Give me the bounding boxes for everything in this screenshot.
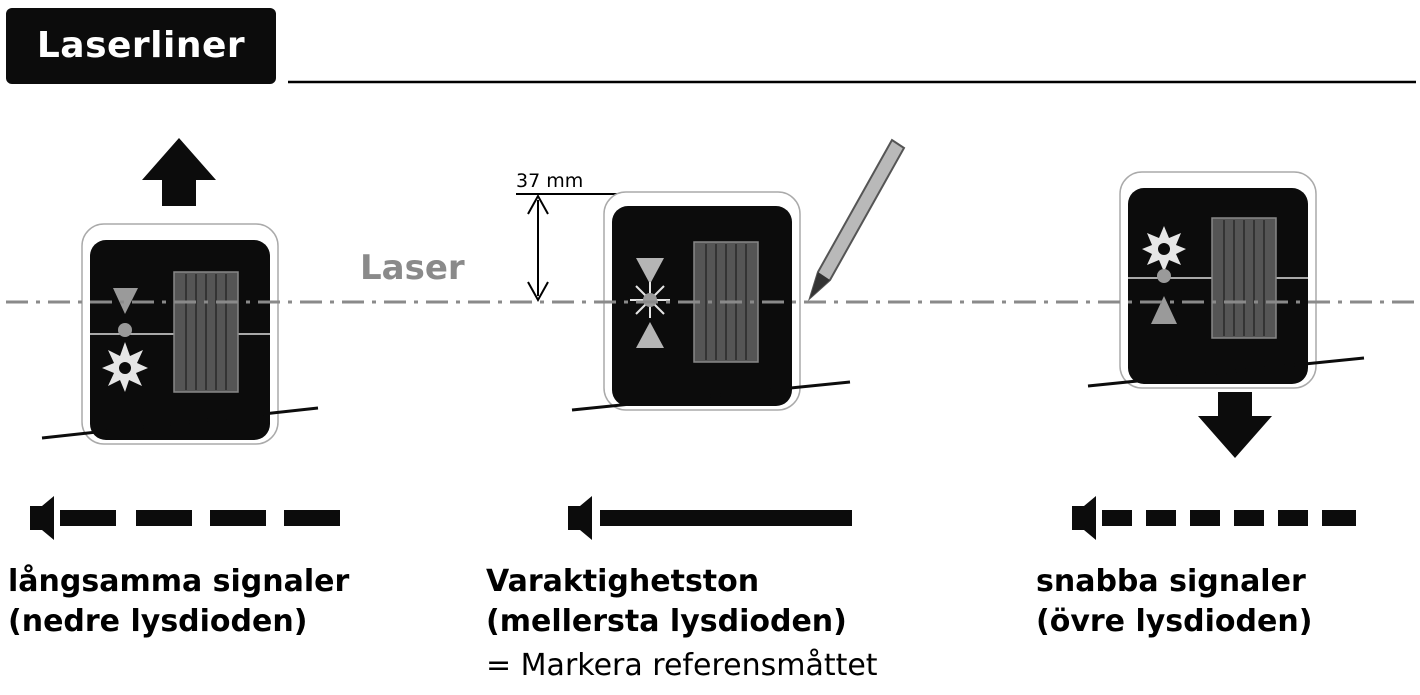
panel-slow [30,138,340,540]
upper-led-icon [113,288,138,314]
pencil-icon [807,138,906,302]
lower-led-icon [636,322,664,348]
arrow-down-icon [1198,392,1272,458]
laser-label: Laser [360,248,465,288]
dimension-label: 37 mm [516,170,584,192]
reference-note: = Markera referensmåttet [486,648,878,683]
lower-led-lit-icon [102,342,148,392]
ground-line [571,380,851,412]
caption-continuous-subtitle: (mellersta lysdioden) [486,604,847,639]
upper-led-icon [636,258,664,284]
speaker-icon [568,496,592,540]
caption-fast-title: snabba signaler [1036,564,1306,599]
arrow-up-icon [142,138,216,206]
caption-slow: långsamma signaler (nedre lysdioden) [8,562,349,642]
speaker-icon [30,496,54,540]
panel-fast [1072,171,1365,540]
caption-fast-subtitle: (övre lysdioden) [1036,604,1313,639]
caption-fast: snabba signaler (övre lysdioden) [1036,562,1312,642]
caption-slow-title: långsamma signaler [8,564,350,599]
lower-led-icon [1151,296,1177,324]
speaker-icon [1072,496,1096,540]
middle-led-icon [1157,269,1171,283]
caption-continuous: Varaktighetston (mellersta lysdioden) [486,562,847,642]
ground-line [41,406,319,440]
ground-line [1087,356,1365,388]
caption-continuous-title: Varaktighetston [486,564,760,599]
upper-led-lit-icon [1142,226,1186,272]
signal-continuous-bar [600,510,852,526]
signal-fast-dashes [1102,510,1356,526]
signal-slow-dashes [60,510,340,526]
brand-logo: Laserliner [6,8,276,84]
middle-led-icon [118,323,132,337]
caption-slow-subtitle: (nedre lysdioden) [8,604,308,639]
panel-continuous [516,138,906,540]
